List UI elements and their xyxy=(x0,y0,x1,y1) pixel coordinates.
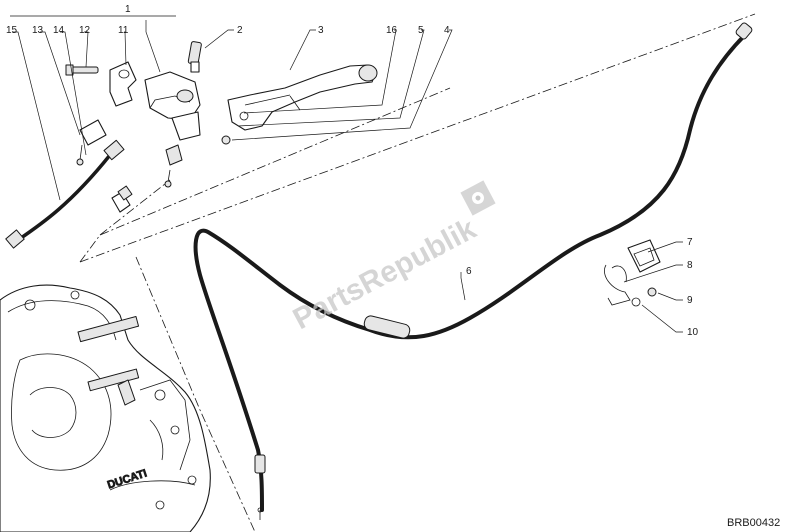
callout-3: 3 xyxy=(318,25,324,36)
watermark: PartsRepublik xyxy=(288,180,496,336)
callout-7: 7 xyxy=(687,237,693,248)
callout-12: 12 xyxy=(79,25,91,36)
cable-guide-parts xyxy=(604,239,661,307)
assembly-boundary-lines xyxy=(79,13,756,532)
callout-4: 4 xyxy=(444,25,450,36)
clutch-switch-wire xyxy=(5,119,125,249)
callout-8: 8 xyxy=(687,260,693,271)
watermark-text: PartsRepublik xyxy=(288,212,482,336)
clutch-master-assembly xyxy=(65,41,231,213)
callout-2: 2 xyxy=(237,25,243,36)
callout-16: 16 xyxy=(386,25,398,36)
callout-11: 11 xyxy=(118,25,129,36)
callout-13: 13 xyxy=(32,25,44,36)
callout-9: 9 xyxy=(687,295,693,306)
callout-10: 10 xyxy=(687,327,699,338)
callout-14: 14 xyxy=(53,25,65,36)
callout-15: 15 xyxy=(6,25,18,36)
watermark-logo-icon xyxy=(460,180,496,216)
clutch-lever xyxy=(227,64,378,131)
callout-leaders xyxy=(10,15,683,333)
callout-6: 6 xyxy=(466,266,472,277)
callout-1: 1 xyxy=(125,4,131,15)
callout-5: 5 xyxy=(418,25,424,36)
drawing-code: BRB00432 xyxy=(727,517,780,529)
callout-numbers: 1 2 3 4 5 6 7 8 9 10 11 12 13 14 15 16 xyxy=(6,4,699,338)
clutch-cable xyxy=(193,22,753,520)
clutch-cover-engine-case: DUCATI xyxy=(0,284,211,532)
